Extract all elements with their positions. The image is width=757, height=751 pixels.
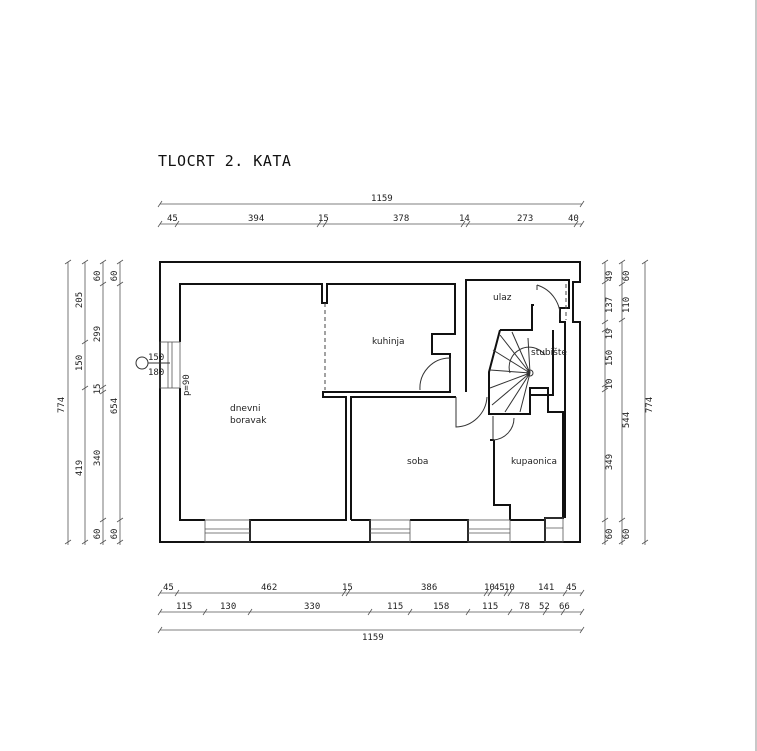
dimension-top: 378 bbox=[393, 214, 409, 224]
windows bbox=[159, 341, 564, 543]
dimension-bottom-total: 1159 bbox=[362, 633, 384, 643]
room-label-ulaz: ulaz bbox=[493, 293, 512, 303]
dimension-bottom-1: 45 bbox=[494, 583, 505, 593]
room-label-kupaonica: kupaonica bbox=[511, 457, 557, 467]
doors bbox=[419, 284, 561, 441]
window-marker-bottom: 180 bbox=[148, 368, 164, 378]
dimension-left-2: 340 bbox=[93, 450, 103, 466]
dimension-left-1: 150 bbox=[75, 355, 85, 371]
room-label-stubiste: stubište bbox=[531, 347, 567, 358]
dimension-left-2: 60 bbox=[93, 271, 103, 282]
dimension-left-2: 60 bbox=[93, 529, 103, 540]
dimension-right-2: 60 bbox=[622, 271, 632, 282]
dimension-bottom-2: 52 bbox=[539, 602, 550, 612]
window-marker-icon bbox=[135, 356, 149, 370]
dimension-bottom-2: 158 bbox=[433, 602, 449, 612]
room-label-dnevni: dnevni bbox=[230, 404, 261, 414]
room-label-boravak: boravak bbox=[230, 416, 267, 426]
dimension-left-3: 60 bbox=[110, 529, 120, 540]
parapet-height: p=90 bbox=[182, 374, 192, 396]
dimension-right-1: 49 bbox=[605, 271, 615, 282]
dimension-right-1: 19 bbox=[605, 329, 615, 340]
dimension-bottom-1: 10 bbox=[484, 583, 495, 593]
dimension-bottom-2: 115 bbox=[176, 602, 192, 612]
dimension-bottom-2: 115 bbox=[387, 602, 403, 612]
dimension-bottom-1: 45 bbox=[566, 583, 577, 593]
room-label-soba: soba bbox=[407, 457, 428, 467]
dimension-right-1: 349 bbox=[605, 454, 615, 470]
dimension-bottom-1: 15 bbox=[342, 583, 353, 593]
dimension-right-1: 137 bbox=[605, 297, 615, 313]
dimension-bottom-2: 115 bbox=[482, 602, 498, 612]
dimension-bottom-1: 462 bbox=[261, 583, 277, 593]
dimension-right-1: 10 bbox=[605, 379, 615, 390]
dimension-left-2: 299 bbox=[93, 326, 103, 342]
dimension-lines bbox=[64, 200, 649, 634]
dimension-right-2: 544 bbox=[622, 412, 632, 428]
dimension-right-2: 110 bbox=[622, 297, 632, 313]
dimension-bottom-2: 66 bbox=[559, 602, 570, 612]
room-label-kuhinja: kuhinja bbox=[372, 337, 405, 347]
dimension-top: 273 bbox=[517, 214, 533, 224]
dimension-top: 15 bbox=[318, 214, 329, 224]
dimension-bottom-2: 330 bbox=[304, 602, 320, 612]
dimension-top: 14 bbox=[459, 214, 470, 224]
dimension-left-2: 15 bbox=[93, 384, 103, 395]
spiral-staircase bbox=[489, 331, 546, 413]
dimension-right-2: 60 bbox=[622, 529, 632, 540]
dimension-left-1: 205 bbox=[75, 292, 85, 308]
scrollbar[interactable] bbox=[755, 0, 757, 751]
dimension-right-1: 150 bbox=[605, 350, 615, 366]
window-marker-top: 150 bbox=[148, 353, 164, 363]
dimension-bottom-1: 141 bbox=[538, 583, 554, 593]
dimension-left-1: 419 bbox=[75, 460, 85, 476]
dimension-bottom-2: 130 bbox=[220, 602, 236, 612]
walls bbox=[159, 261, 581, 543]
dimension-right-1: 60 bbox=[605, 529, 615, 540]
plan-title: TLOCRT 2. KATA bbox=[158, 152, 291, 170]
dimension-right-total: 774 bbox=[645, 397, 655, 413]
dimension-top: 40 bbox=[568, 214, 579, 224]
dimension-bottom-2: 78 bbox=[519, 602, 530, 612]
dimension-left-3: 60 bbox=[110, 271, 120, 282]
dimension-left-total: 774 bbox=[57, 397, 67, 413]
dimension-top: 45 bbox=[167, 214, 178, 224]
dimension-bottom-1: 45 bbox=[163, 583, 174, 593]
dimension-top: 394 bbox=[248, 214, 264, 224]
dimension-bottom-1: 10 bbox=[504, 583, 515, 593]
dimension-top-total: 1159 bbox=[371, 194, 393, 204]
dimension-left-3: 654 bbox=[110, 398, 120, 414]
dimension-bottom-1: 386 bbox=[421, 583, 437, 593]
